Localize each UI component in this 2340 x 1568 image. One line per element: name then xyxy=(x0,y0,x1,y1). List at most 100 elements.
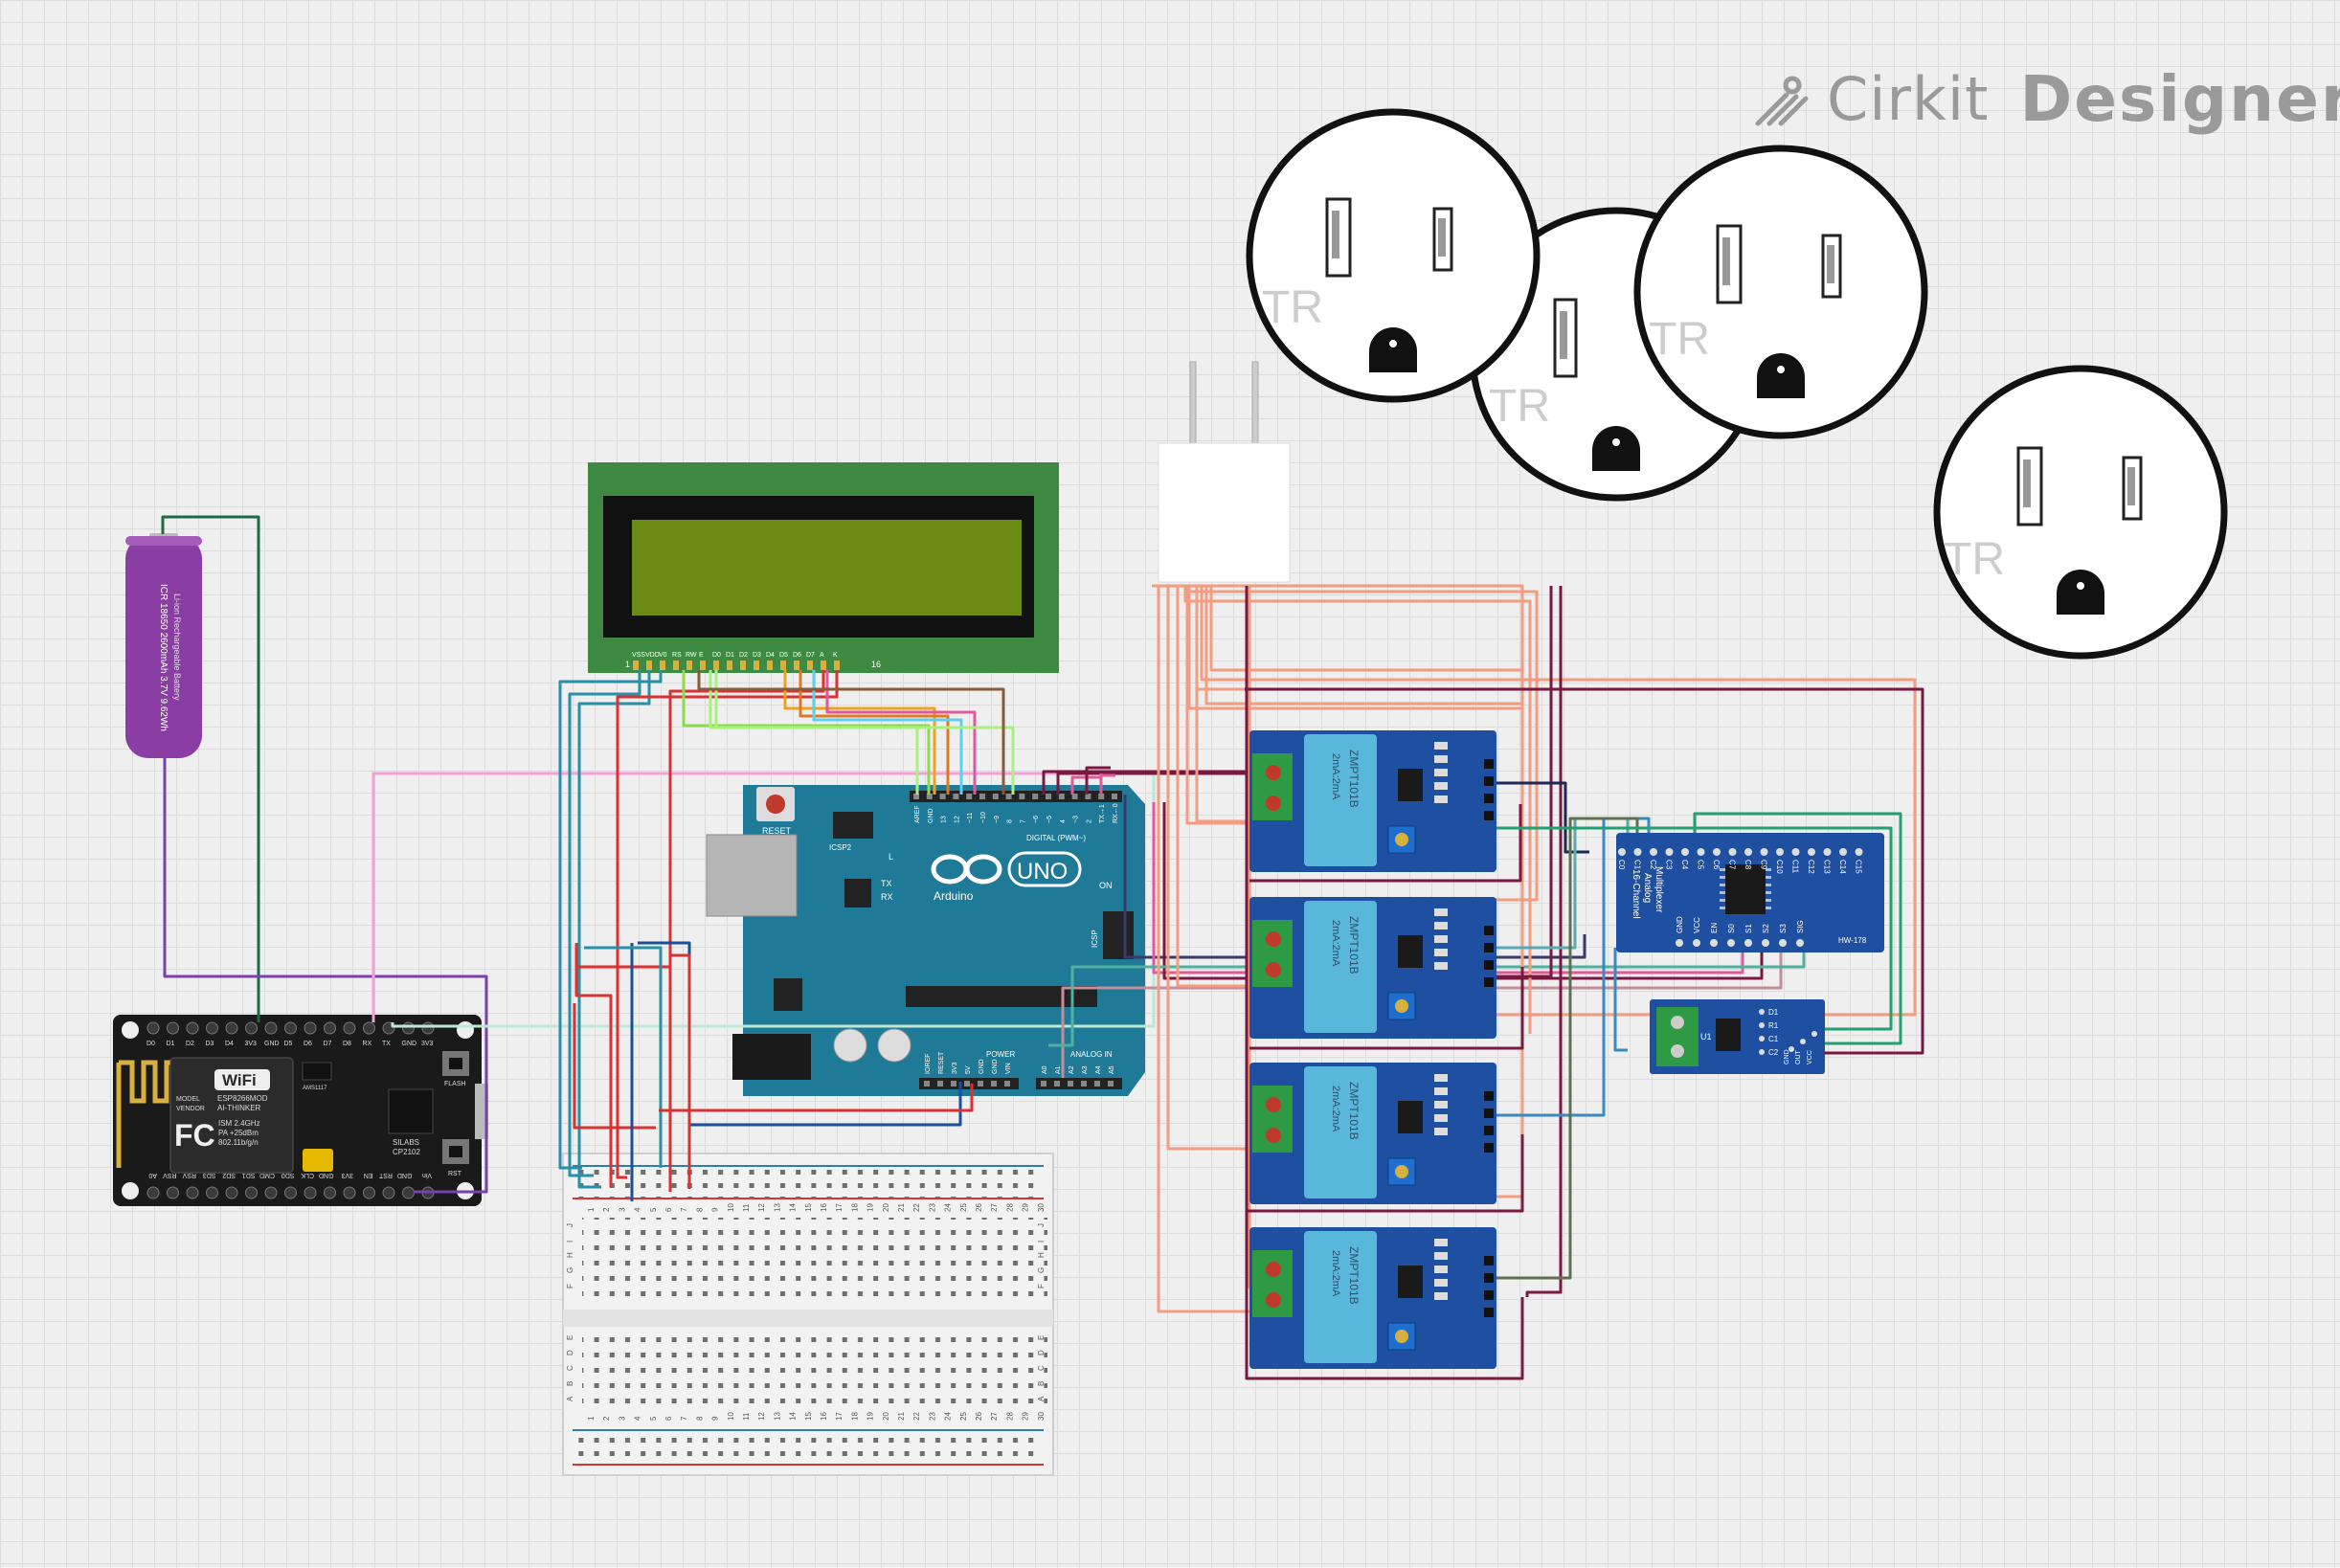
arduino-analog-pin[interactable] xyxy=(1108,1081,1114,1086)
mux-channel-pin[interactable] xyxy=(1776,848,1784,856)
arduino-power-pin[interactable] xyxy=(937,1081,943,1086)
sensor-pin[interactable] xyxy=(1484,960,1494,970)
sensor-pin[interactable] xyxy=(1484,759,1494,769)
esp-pin[interactable] xyxy=(245,1021,258,1035)
esp-pin[interactable] xyxy=(343,1186,356,1199)
acs-pin[interactable] xyxy=(1759,1022,1765,1028)
lcd-pin[interactable] xyxy=(646,661,652,670)
acs-pin[interactable] xyxy=(1759,1036,1765,1042)
lcd-pin[interactable] xyxy=(686,661,692,670)
sensor-pin[interactable] xyxy=(1484,1143,1494,1153)
esp-pin[interactable] xyxy=(284,1021,297,1035)
sensor-pin[interactable] xyxy=(1484,1290,1494,1300)
arduino-analog-pin[interactable] xyxy=(1041,1081,1046,1086)
mux-control-pin[interactable] xyxy=(1779,939,1787,947)
mux-channel-pin[interactable] xyxy=(1791,848,1800,856)
mux-channel-pin[interactable] xyxy=(1728,848,1737,856)
esp-pin[interactable] xyxy=(402,1186,415,1199)
lcd-pin[interactable] xyxy=(713,661,719,670)
lcd-pin[interactable] xyxy=(794,661,799,670)
arduino-digital-pin[interactable] xyxy=(1112,794,1117,799)
arduino-digital-pin[interactable] xyxy=(1071,794,1078,799)
sensor-pin[interactable] xyxy=(1484,811,1494,820)
mux-channel-pin[interactable] xyxy=(1697,848,1705,856)
acs-power-pin[interactable] xyxy=(1800,1039,1806,1044)
esp-pin[interactable] xyxy=(363,1021,375,1035)
arduino-digital-pin[interactable] xyxy=(1085,794,1091,799)
arduino-digital-pin[interactable] xyxy=(992,794,999,799)
esp-pin[interactable] xyxy=(421,1021,435,1035)
esp-pin[interactable] xyxy=(304,1186,317,1199)
lcd-pin[interactable] xyxy=(767,661,773,670)
sensor-pin[interactable] xyxy=(1484,1091,1494,1101)
lcd-pin[interactable] xyxy=(633,661,639,670)
lcd-pin[interactable] xyxy=(727,661,732,670)
sensor-pin[interactable] xyxy=(1484,1109,1494,1118)
mux-channel-pin[interactable] xyxy=(1633,848,1642,856)
arduino-power-pin[interactable] xyxy=(978,1081,983,1086)
arduino-power-pin[interactable] xyxy=(991,1081,997,1086)
esp-pin[interactable] xyxy=(206,1021,218,1035)
lcd-pin[interactable] xyxy=(700,661,706,670)
mux-channel-pin[interactable] xyxy=(1760,848,1768,856)
acs-pin[interactable] xyxy=(1759,1009,1765,1015)
mux-channel-pin[interactable] xyxy=(1744,848,1752,856)
sensor-pin[interactable] xyxy=(1484,926,1494,935)
sensor-pin[interactable] xyxy=(1484,794,1494,803)
mux-control-pin[interactable] xyxy=(1693,939,1700,947)
arduino-power-pin[interactable] xyxy=(964,1081,970,1086)
mux-channel-pin[interactable] xyxy=(1650,848,1657,856)
mux-control-pin[interactable] xyxy=(1676,939,1683,947)
mux-channel-pin[interactable] xyxy=(1823,848,1832,856)
lcd-pin[interactable] xyxy=(821,661,826,670)
esp-pin[interactable] xyxy=(324,1186,336,1199)
esp-pin[interactable] xyxy=(245,1186,258,1199)
esp-pin[interactable] xyxy=(186,1186,199,1199)
arduino-power-pin[interactable] xyxy=(1004,1081,1010,1086)
sensor-pin[interactable] xyxy=(1484,977,1494,987)
arduino-power-pin[interactable] xyxy=(951,1081,956,1086)
arduino-digital-pin[interactable] xyxy=(1098,794,1105,799)
esp-pin[interactable] xyxy=(206,1186,218,1199)
esp-pin[interactable] xyxy=(284,1186,297,1199)
mux-control-pin[interactable] xyxy=(1744,939,1752,947)
lcd-pin[interactable] xyxy=(834,661,840,670)
lcd-pin[interactable] xyxy=(673,661,679,670)
esp-pin[interactable] xyxy=(146,1186,160,1199)
acs-power-pin[interactable] xyxy=(1811,1031,1817,1037)
esp-pin[interactable] xyxy=(363,1186,375,1199)
mux-channel-pin[interactable] xyxy=(1808,848,1815,856)
arduino-digital-pin[interactable] xyxy=(1046,794,1051,799)
mux-channel-pin[interactable] xyxy=(1665,848,1674,856)
mux-channel-pin[interactable] xyxy=(1681,848,1689,856)
arduino-digital-pin[interactable] xyxy=(913,794,919,799)
arduino-digital-pin[interactable] xyxy=(1005,794,1012,799)
mux-control-pin[interactable] xyxy=(1727,939,1735,947)
arduino-power-pin[interactable] xyxy=(924,1081,930,1086)
esp-pin[interactable] xyxy=(225,1021,238,1035)
sensor-pin[interactable] xyxy=(1484,1273,1494,1283)
arduino-digital-pin[interactable] xyxy=(966,794,973,799)
esp-pin[interactable] xyxy=(264,1021,278,1035)
mux-channel-pin[interactable] xyxy=(1839,848,1847,856)
lcd-pin[interactable] xyxy=(660,661,665,670)
mux-channel-pin[interactable] xyxy=(1713,848,1721,856)
sensor-pin[interactable] xyxy=(1484,1256,1494,1266)
esp-pin[interactable] xyxy=(343,1021,356,1035)
esp-pin[interactable] xyxy=(264,1186,278,1199)
arduino-digital-pin[interactable] xyxy=(953,794,959,799)
mux-control-pin[interactable] xyxy=(1796,939,1804,947)
mux-control-pin[interactable] xyxy=(1710,939,1718,947)
arduino-analog-pin[interactable] xyxy=(1068,1081,1073,1086)
esp-pin[interactable] xyxy=(304,1021,317,1035)
arduino-digital-pin[interactable] xyxy=(979,794,985,799)
sensor-pin[interactable] xyxy=(1484,943,1494,952)
arduino-analog-pin[interactable] xyxy=(1054,1081,1060,1086)
esp-pin[interactable] xyxy=(186,1021,199,1035)
esp-pin[interactable] xyxy=(324,1021,336,1035)
arduino-digital-pin[interactable] xyxy=(926,794,933,799)
esp-pin[interactable] xyxy=(167,1021,179,1035)
mux-channel-pin[interactable] xyxy=(1855,848,1863,856)
mux-channel-pin[interactable] xyxy=(1618,848,1626,856)
lcd-pin[interactable] xyxy=(780,661,786,670)
